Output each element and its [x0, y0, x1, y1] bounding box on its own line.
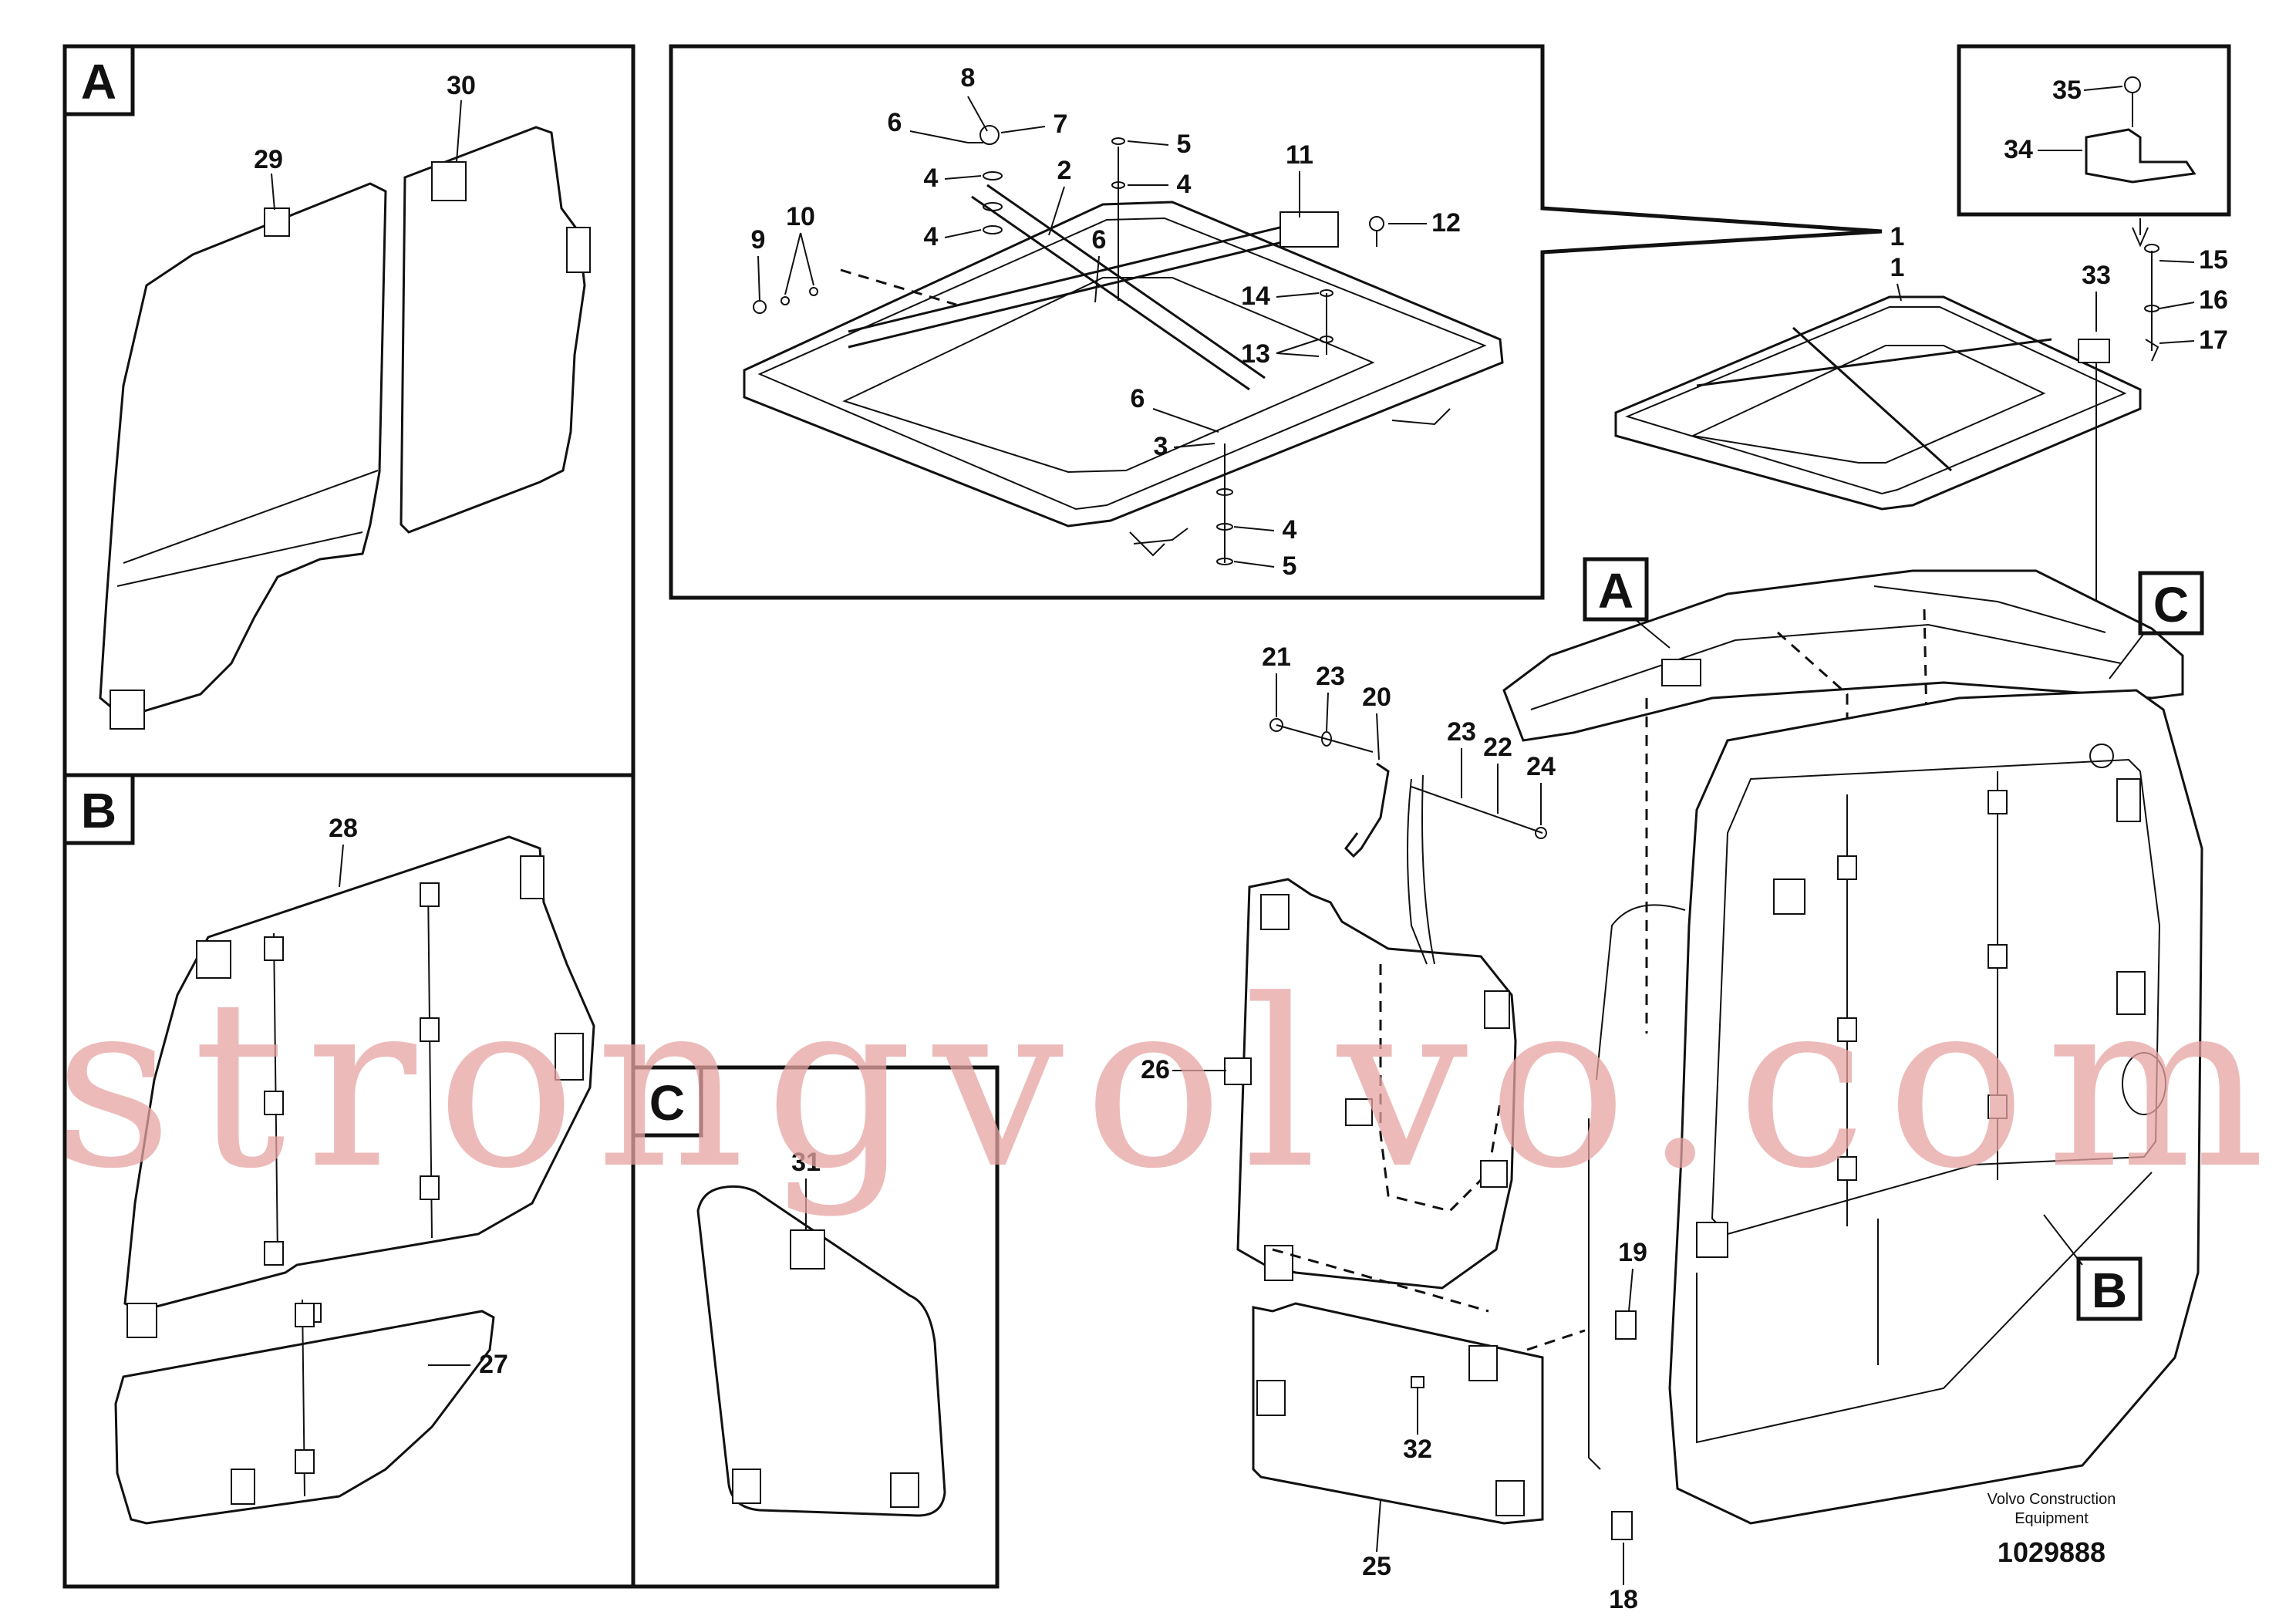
label-5b: 5 — [1283, 551, 1297, 581]
label-35: 35 — [2052, 76, 2082, 105]
panel-27 — [114, 1310, 495, 1525]
label-28: 28 — [329, 814, 358, 843]
hinge-28-c — [555, 1033, 584, 1081]
callout-a-box — [1583, 557, 1649, 622]
label-7: 7 — [1054, 110, 1068, 139]
label-23b: 23 — [1447, 717, 1476, 747]
tray-detail — [743, 201, 1504, 528]
handle-20 — [1344, 762, 1390, 858]
label-18: 18 — [1609, 1585, 1638, 1614]
label-27: 27 — [479, 1350, 508, 1379]
callout-c-box — [2138, 571, 2204, 636]
hinge-31 — [790, 1229, 825, 1270]
view-c-tag-box — [631, 1065, 703, 1138]
view-c-frame — [631, 1065, 1000, 1589]
hinge-30 — [431, 161, 467, 201]
hinge-28-a — [196, 940, 231, 979]
label-19: 19 — [1618, 1238, 1647, 1267]
panel-30 — [400, 126, 586, 534]
label-11: 11 — [1286, 140, 1313, 170]
cab-roof — [1502, 569, 2184, 742]
view-a-tag: A — [81, 54, 116, 110]
callout-b-box — [2076, 1256, 2143, 1321]
label-34: 34 — [2004, 135, 2033, 164]
label-6a: 6 — [888, 108, 902, 137]
label-33: 33 — [2082, 261, 2111, 290]
view-b: B 28 27 — [62, 773, 636, 1589]
hinge-30-side — [566, 227, 591, 273]
label-32: 32 — [1403, 1435, 1432, 1464]
view-b-tag: B — [81, 783, 116, 838]
label-31: 31 — [791, 1148, 821, 1177]
label-20: 20 — [1362, 683, 1391, 712]
label-4d: 4 — [1283, 515, 1297, 545]
main-assembly: 1 1 15 16 17 33 — [1141, 222, 2228, 1614]
view-a: A 29 30 — [62, 44, 636, 777]
callout-a: A — [1598, 563, 1633, 619]
label-4c: 4 — [1177, 170, 1192, 199]
view-c: C 31 — [631, 1065, 1000, 1589]
view-b-tag-box — [62, 773, 135, 845]
label-12: 12 — [1431, 208, 1461, 238]
label-3: 3 — [1154, 432, 1168, 461]
label-5a: 5 — [1177, 130, 1192, 159]
panel-29 — [99, 182, 387, 719]
panel-31 — [696, 1185, 946, 1517]
bar-11 — [848, 222, 1296, 333]
bracket-detail-frame — [1957, 44, 2231, 217]
detail-callout-frame — [669, 44, 1883, 600]
label-14: 14 — [1241, 282, 1270, 311]
label-4b: 4 — [924, 222, 939, 251]
label-13: 13 — [1241, 339, 1270, 369]
drawing-number: 1029888 — [1998, 1536, 2106, 1568]
rod-2 — [971, 195, 1250, 391]
label-1b: 1 — [1890, 253, 1905, 282]
label-22: 22 — [1483, 733, 1512, 762]
callout-b: B — [2092, 1263, 2127, 1318]
footer-company-line1: Volvo Construction — [1988, 1491, 2116, 1508]
label-23a: 23 — [1316, 662, 1345, 691]
watermark: strongvolvo.com — [54, 950, 2285, 1219]
label-10: 10 — [786, 202, 815, 231]
footer-company-line2: Equipment — [2014, 1510, 2089, 1527]
label-1: 1 — [1890, 222, 1905, 251]
label-25: 25 — [1362, 1552, 1391, 1581]
view-a-tag-box — [62, 44, 135, 116]
label-17: 17 — [2199, 325, 2228, 355]
label-6b: 6 — [1092, 225, 1107, 255]
label-21: 21 — [1262, 642, 1291, 672]
view-c-tag: C — [649, 1075, 685, 1131]
label-24: 24 — [1526, 752, 1556, 781]
label-8: 8 — [961, 63, 976, 93]
label-4a: 4 — [924, 164, 939, 193]
label-2: 2 — [1057, 156, 1072, 185]
callout-c: C — [2153, 577, 2189, 632]
hinge-29-bottom — [110, 690, 145, 730]
label-29: 29 — [254, 145, 283, 174]
label-9: 9 — [751, 225, 766, 255]
label-6c: 6 — [1131, 384, 1145, 413]
detail-frame: 8 6 7 4 4 2 6 5 4 11 12 9 10 14 13 6 3 4 — [669, 44, 1883, 600]
label-26: 26 — [1141, 1055, 1170, 1084]
drawing-footer: Volvo Construction Equipment 1029888 — [1988, 1491, 2116, 1568]
label-15: 15 — [2199, 245, 2228, 275]
bracket-34 — [2085, 128, 2197, 184]
label-30: 30 — [447, 71, 476, 100]
hinge-28-b — [520, 855, 544, 899]
hinge-29 — [264, 207, 290, 237]
bracket-detail: 35 34 — [1957, 44, 2231, 248]
label-16: 16 — [2199, 285, 2228, 315]
